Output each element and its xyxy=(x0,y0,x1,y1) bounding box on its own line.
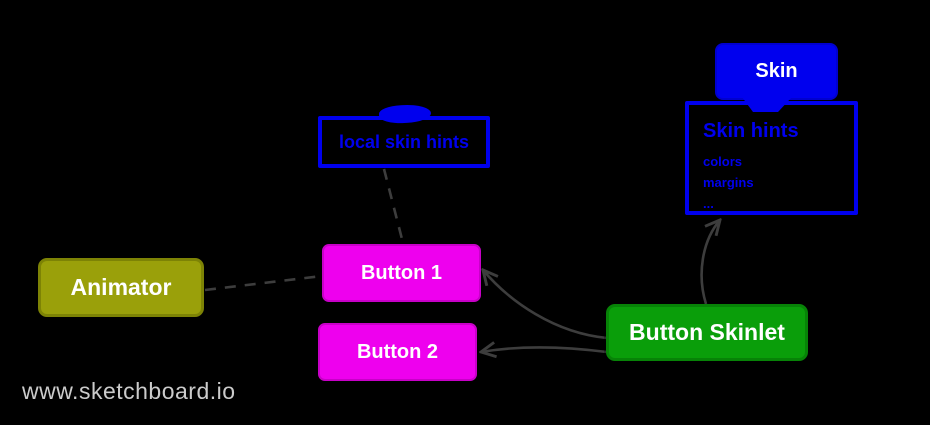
node-local-skin-hints-label: local skin hints xyxy=(338,131,470,152)
skin-hints-item-colors: colors xyxy=(703,154,743,169)
edge-button-skinlet-to-button1[interactable] xyxy=(483,270,608,340)
node-animator[interactable]: Animator xyxy=(38,258,204,317)
node-skin-label: Skin xyxy=(755,60,798,82)
skin-hints-item-ellipsis: ... xyxy=(703,196,714,212)
node-skin[interactable]: Skin xyxy=(715,43,838,100)
edge-local-skin-hints-to-button1[interactable] xyxy=(382,168,405,244)
node-animator-label: Animator xyxy=(70,274,172,300)
node-local-skin-hints[interactable]: local skin hints xyxy=(318,116,490,168)
node-button1-label: Button 1 xyxy=(360,261,443,284)
node-skin-hints[interactable]: Skin hints colors margins ... xyxy=(685,101,858,215)
node-button2[interactable]: Button 2 xyxy=(318,323,477,381)
node-button-skinlet-label: Button Skinlet xyxy=(629,319,785,345)
edge-animator-to-button1[interactable] xyxy=(204,274,323,292)
skin-hints-title: Skin hints xyxy=(703,120,799,142)
node-button1[interactable]: Button 1 xyxy=(322,244,481,302)
skin-to-skin-hints-connector[interactable] xyxy=(742,97,792,112)
skin-hints-item-margins: margins xyxy=(703,175,754,191)
sketchboard-watermark: www.sketchboard.io xyxy=(22,378,236,404)
edge-button-skinlet-to-skin-hints[interactable] xyxy=(700,220,720,305)
node-button-skinlet[interactable]: Button Skinlet xyxy=(606,304,808,361)
node-button2-label: Button 2 xyxy=(356,340,439,363)
edge-button-skinlet-to-button2[interactable] xyxy=(481,348,608,353)
